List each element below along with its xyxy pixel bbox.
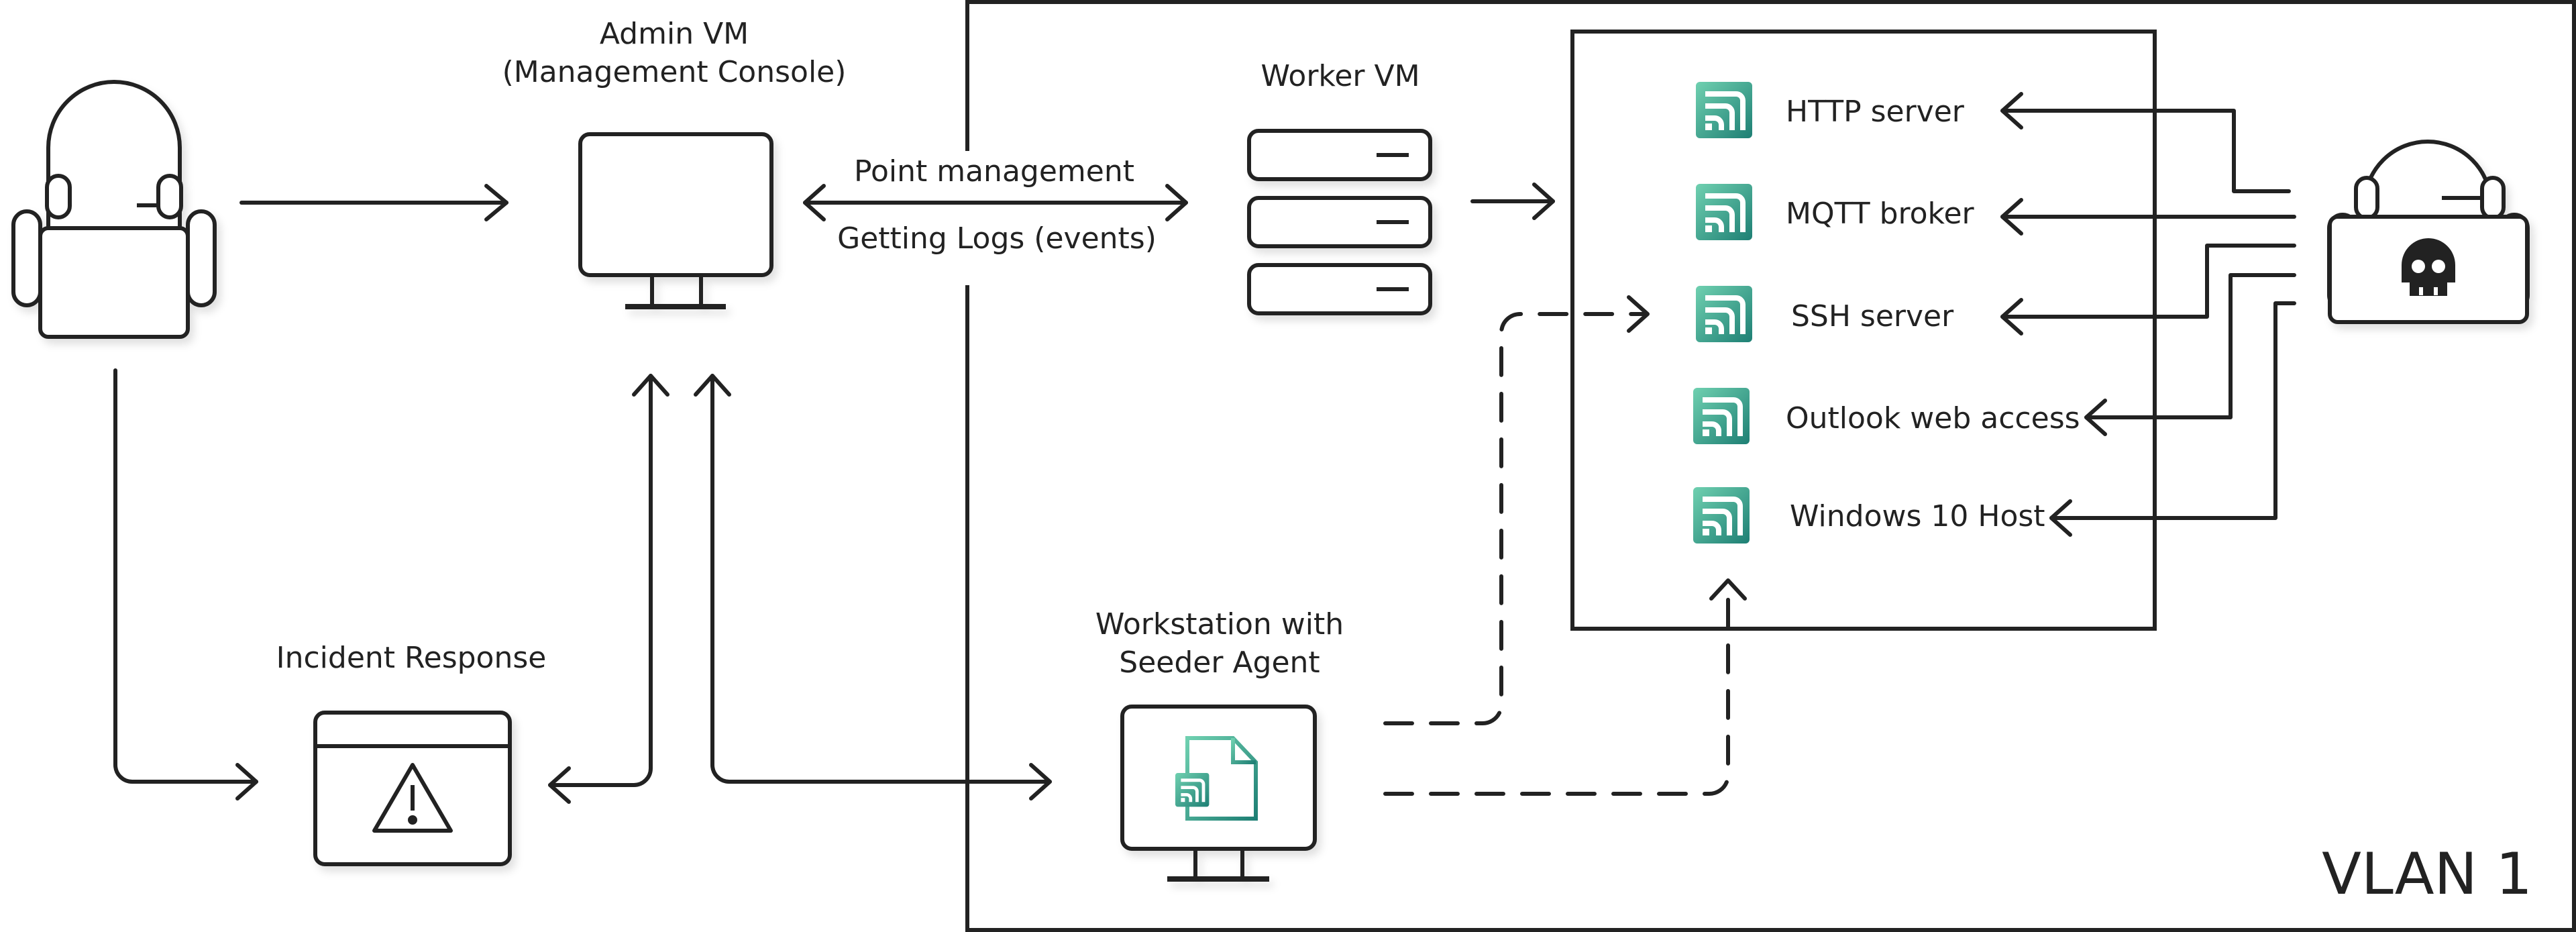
- honeypot-signal-icon: [1693, 487, 1750, 543]
- service-ssh: SSH server: [1696, 286, 1954, 342]
- service-label: Windows 10 Host: [1790, 499, 2045, 533]
- arrow-user-to-incident: [113, 368, 258, 800]
- worker-vm-label: Worker VM: [1260, 59, 1419, 93]
- honeypot-signal-icon: [1696, 82, 1752, 138]
- service-windows: Windows 10 Host: [1693, 487, 2045, 543]
- arrow-labels: Point management Getting Logs (events): [837, 154, 1157, 256]
- honeypot-signal-icon: [1696, 184, 1752, 240]
- admin-user-icon: [11, 80, 217, 339]
- honeypot-services-box: [1570, 30, 2157, 631]
- attacker-arrows: [2000, 92, 2296, 537]
- honeypot-signal-icon: [1693, 388, 1750, 444]
- service-owa: Outlook web access: [1693, 388, 2080, 444]
- service-label: HTTP server: [1786, 95, 1965, 129]
- dashed-arrow-workstation-to-ssh: [1383, 295, 1650, 725]
- arrow-incident-admin: [548, 374, 669, 804]
- warning-window-icon: [313, 711, 512, 866]
- service-label: Outlook web access: [1786, 401, 2080, 435]
- attacker-skull-icon: [2327, 140, 2530, 324]
- monitor-with-seeder-icon: [1120, 705, 1317, 882]
- arrow-admin-workstation: [694, 374, 1052, 800]
- arrow-worker-to-services: [1470, 183, 1555, 220]
- vlan-boundary: [965, 0, 2576, 932]
- honeypot-signal-icon: [1696, 286, 1752, 342]
- admin-vm-subtitle: (Management Console): [502, 55, 847, 89]
- service-label: MQTT broker: [1786, 197, 1975, 231]
- service-mqtt: MQTT broker: [1696, 184, 1975, 240]
- service-http: HTTP server: [1696, 82, 1965, 138]
- getting-logs-label: Getting Logs (events): [837, 221, 1157, 256]
- dashed-arrow-workstation-to-windows: [1383, 578, 1747, 796]
- server-stack-icon: [1247, 129, 1432, 315]
- workstation-subtitle: Seeder Agent: [1119, 645, 1320, 680]
- service-label: SSH server: [1791, 299, 1954, 333]
- monitor-icon: [578, 132, 773, 309]
- vlan-label: VLAN 1: [2322, 841, 2532, 908]
- point-management-label: Point management: [854, 154, 1134, 189]
- arrow-admin-worker: [803, 184, 1188, 221]
- admin-vm-title: Admin VM: [600, 17, 749, 51]
- workstation-title: Workstation with: [1095, 607, 1344, 641]
- arrow-user-to-admin: [239, 184, 508, 221]
- incident-response-label: Incident Response: [276, 641, 547, 675]
